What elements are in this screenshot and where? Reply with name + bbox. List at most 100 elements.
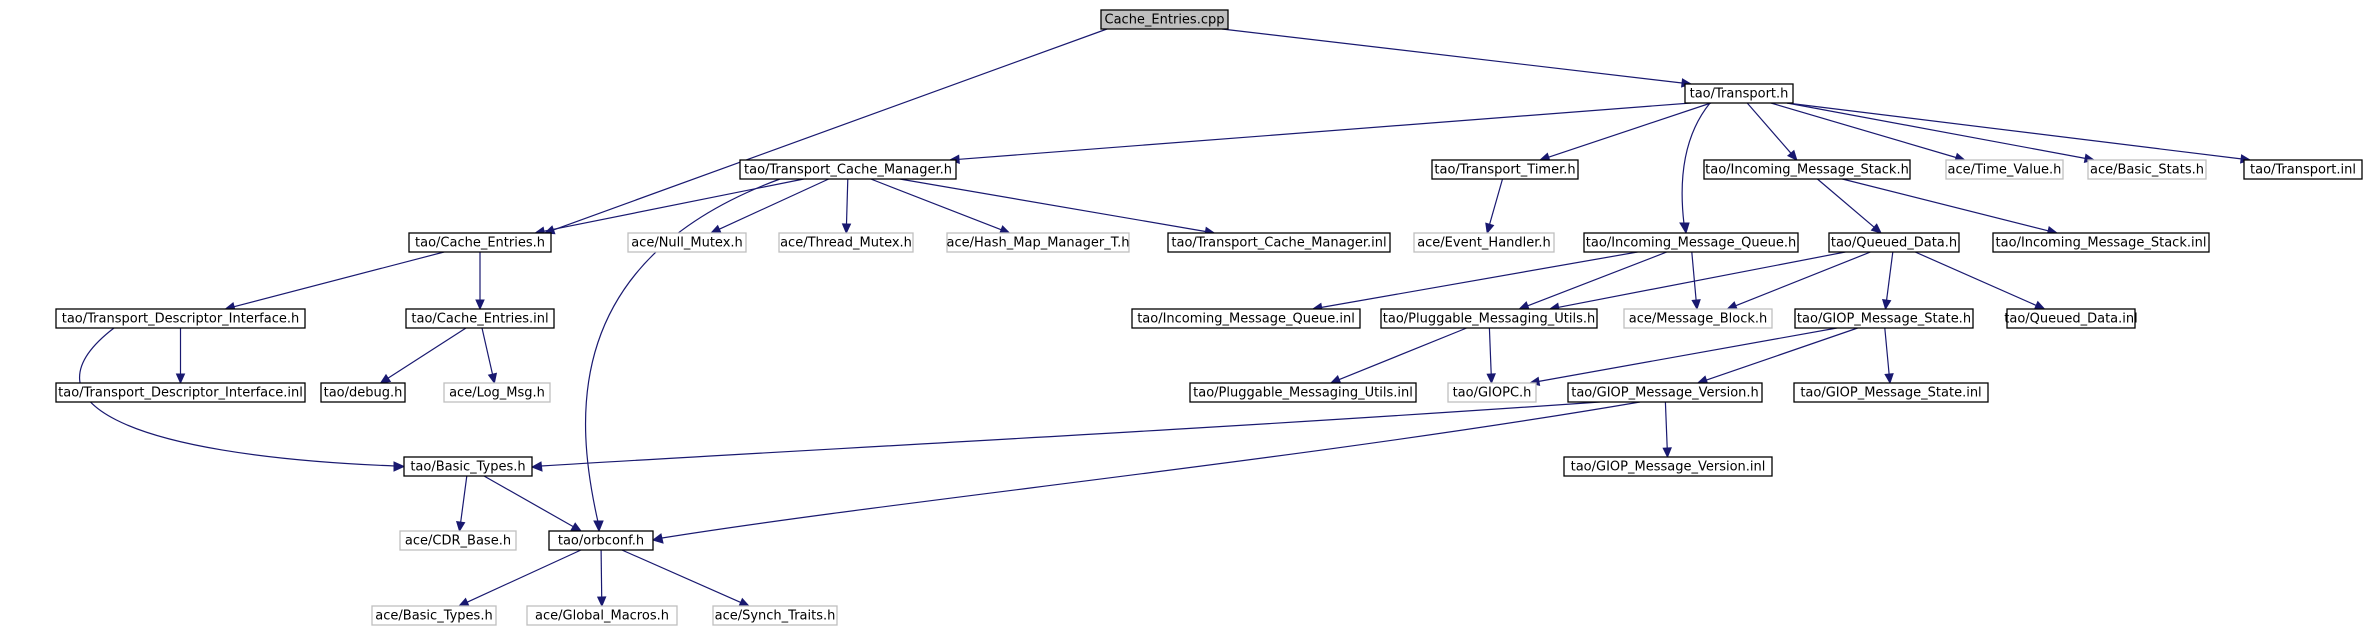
node-box[interactable]: [1945, 159, 2064, 180]
node-label: ace/Time_Value.h: [1948, 163, 2062, 178]
edge-n17-n24: [175, 328, 186, 385]
edge-line: [719, 178, 829, 230]
node-box[interactable]: [399, 530, 517, 551]
node-ace-synch-traits-h[interactable]: ace/Synch_Traits.h: [712, 605, 838, 626]
node-box[interactable]: [548, 530, 654, 551]
node-box[interactable]: [627, 232, 747, 253]
node-tao-giop-message-version-h[interactable]: tao/GIOP_Message_Version.h: [1567, 382, 1763, 403]
node-box[interactable]: [320, 382, 406, 403]
node-label: tao/Incoming_Message_Stack.inl: [1996, 236, 2207, 251]
node-box[interactable]: [2006, 308, 2136, 329]
node-tao-giop-message-state-h[interactable]: tao/GIOP_Message_State.h: [1794, 308, 1974, 329]
node-tao-cache-entries-h[interactable]: tao/Cache_Entries.h: [408, 232, 552, 253]
node-tao-queued-data-inl[interactable]: tao/Queued_Data.inl: [2004, 308, 2138, 329]
node-tao-transport-h[interactable]: tao/Transport.h: [1684, 83, 1794, 104]
edge-line: [553, 28, 1108, 231]
node-tao-transport-cache-manager-h[interactable]: tao/Transport_Cache_Manager.h: [739, 159, 957, 180]
node-box[interactable]: [55, 308, 306, 329]
node-tao-queued-data-h[interactable]: tao/Queued_Data.h: [1828, 232, 1960, 253]
edge-n1-n7: [1786, 102, 2252, 164]
node-box[interactable]: [1167, 232, 1391, 253]
node-box[interactable]: [739, 159, 957, 180]
node-label: ace/Message_Block.h: [1629, 312, 1768, 327]
node-box[interactable]: [1431, 159, 1579, 180]
node-box[interactable]: [1583, 232, 1799, 253]
edge-n14-n21: [1691, 251, 1701, 311]
node-tao-incoming-message-stack-inl[interactable]: tao/Incoming_Message_Stack.inl: [1992, 232, 2210, 253]
node-box[interactable]: [1703, 159, 1911, 180]
node-tao-basic-types-h[interactable]: tao/Basic_Types.h: [403, 456, 533, 477]
edge-arrowhead: [841, 223, 852, 235]
edge-n31-n34: [483, 475, 583, 532]
edge-line: [1488, 327, 1492, 375]
node-box[interactable]: [371, 605, 497, 626]
node-tao-transport-descriptor-interface-inl[interactable]: tao/Transport_Descriptor_Interface.inl: [55, 382, 306, 403]
node-box[interactable]: [1413, 232, 1555, 253]
node-ace-basic-types-h[interactable]: ace/Basic_Types.h: [371, 605, 497, 626]
edge-arrowhead: [175, 373, 186, 385]
node-tao-cache-entries-inl[interactable]: tao/Cache_Entries.inl: [405, 308, 555, 329]
node-box[interactable]: [1794, 308, 1974, 329]
node-box[interactable]: [1189, 382, 1417, 403]
node-label: ace/Basic_Stats.h: [2090, 163, 2204, 178]
node-box[interactable]: [1623, 308, 1773, 329]
node-tao-orbconf-h[interactable]: tao/orbconf.h: [548, 530, 654, 551]
node-ace-message-block-h[interactable]: ace/Message_Block.h: [1623, 308, 1773, 329]
node-tao-transport-inl[interactable]: tao/Transport.inl: [2243, 159, 2363, 180]
node-label: tao/Transport.inl: [2250, 163, 2356, 178]
node-tao-incoming-message-stack-h[interactable]: tao/Incoming_Message_Stack.h: [1703, 159, 1911, 180]
node-box[interactable]: [1828, 232, 1960, 253]
node-tao-transport-timer-h[interactable]: tao/Transport_Timer.h: [1431, 159, 1579, 180]
edge-n18-n25: [379, 327, 467, 384]
node-tao-debug-h[interactable]: tao/debug.h: [320, 382, 406, 403]
node-box[interactable]: [2087, 159, 2207, 180]
node-box[interactable]: [408, 232, 552, 253]
node-ace-global-macros-h[interactable]: ace/Global_Macros.h: [526, 605, 678, 626]
node-box[interactable]: [1992, 232, 2210, 253]
node-tao-transport-cache-manager-inl[interactable]: tao/Transport_Cache_Manager.inl: [1167, 232, 1391, 253]
node-ace-hash-map-manager-t-h[interactable]: ace/Hash_Map_Manager_T.h: [946, 232, 1130, 253]
node-box[interactable]: [1563, 456, 1773, 477]
nodes-layer: Cache_Entries.cpp tao/Transport.h tao/Tran…: [55, 9, 2363, 626]
edge-line: [1735, 251, 1871, 307]
node-box[interactable]: [1100, 9, 1229, 30]
edge-arrowhead: [709, 224, 722, 234]
node-tao-transport-descriptor-interface-h[interactable]: tao/Transport_Descriptor_Interface.h: [55, 308, 306, 329]
node-tao-pluggable-messaging-utils-inl[interactable]: tao/Pluggable_Messaging_Utils.inl: [1189, 382, 1417, 403]
node-box[interactable]: [1380, 308, 1598, 329]
node-box[interactable]: [443, 382, 551, 403]
node-box[interactable]: [1793, 382, 1989, 403]
node-box[interactable]: [1447, 382, 1537, 403]
node-box[interactable]: [1684, 83, 1794, 104]
node-ace-basic-stats-h[interactable]: ace/Basic_Stats.h: [2087, 159, 2207, 180]
edge-n0-n1: [1221, 28, 1693, 88]
node-ace-log-msg-h[interactable]: ace/Log_Msg.h: [443, 382, 551, 403]
edge-line: [621, 549, 741, 603]
node-tao-giop-message-state-inl[interactable]: tao/GIOP_Message_State.inl: [1793, 382, 1989, 403]
node-ace-null-mutex-h[interactable]: ace/Null_Mutex.h: [627, 232, 747, 253]
edge-line: [481, 327, 494, 375]
node-box[interactable]: [403, 456, 533, 477]
node-box[interactable]: [405, 308, 555, 329]
node-ace-cdr-base-h[interactable]: ace/CDR_Base.h: [399, 530, 517, 551]
node-box[interactable]: [778, 232, 914, 253]
node-box[interactable]: [1131, 308, 1361, 329]
node-tao-incoming-message-queue-inl[interactable]: tao/Incoming_Message_Queue.inl: [1131, 308, 1361, 329]
node-tao-giop-message-version-inl[interactable]: tao/GIOP_Message_Version.inl: [1563, 456, 1773, 477]
node-ace-time-value-h[interactable]: ace/Time_Value.h: [1945, 159, 2064, 180]
node-box[interactable]: [526, 605, 678, 626]
node-tao-incoming-message-queue-h[interactable]: tao/Incoming_Message_Queue.h: [1583, 232, 1799, 253]
node-ace-event-handler-h[interactable]: ace/Event_Handler.h: [1413, 232, 1555, 253]
node-label: ace/Global_Macros.h: [535, 609, 669, 624]
node-box[interactable]: [1567, 382, 1763, 403]
node-cache-entries-cpp[interactable]: Cache_Entries.cpp: [1100, 9, 1229, 30]
node-tao-giopc-h[interactable]: tao/GIOPC.h: [1447, 382, 1537, 403]
node-tao-pluggable-messaging-utils-h[interactable]: tao/Pluggable_Messaging_Utils.h: [1380, 308, 1598, 329]
node-box[interactable]: [2243, 159, 2363, 180]
edge-line: [1681, 102, 1711, 225]
edge-line: [233, 251, 445, 308]
node-box[interactable]: [946, 232, 1130, 253]
node-box[interactable]: [55, 382, 306, 403]
node-box[interactable]: [712, 605, 838, 626]
node-ace-thread-mutex-h[interactable]: ace/Thread_Mutex.h: [778, 232, 914, 253]
